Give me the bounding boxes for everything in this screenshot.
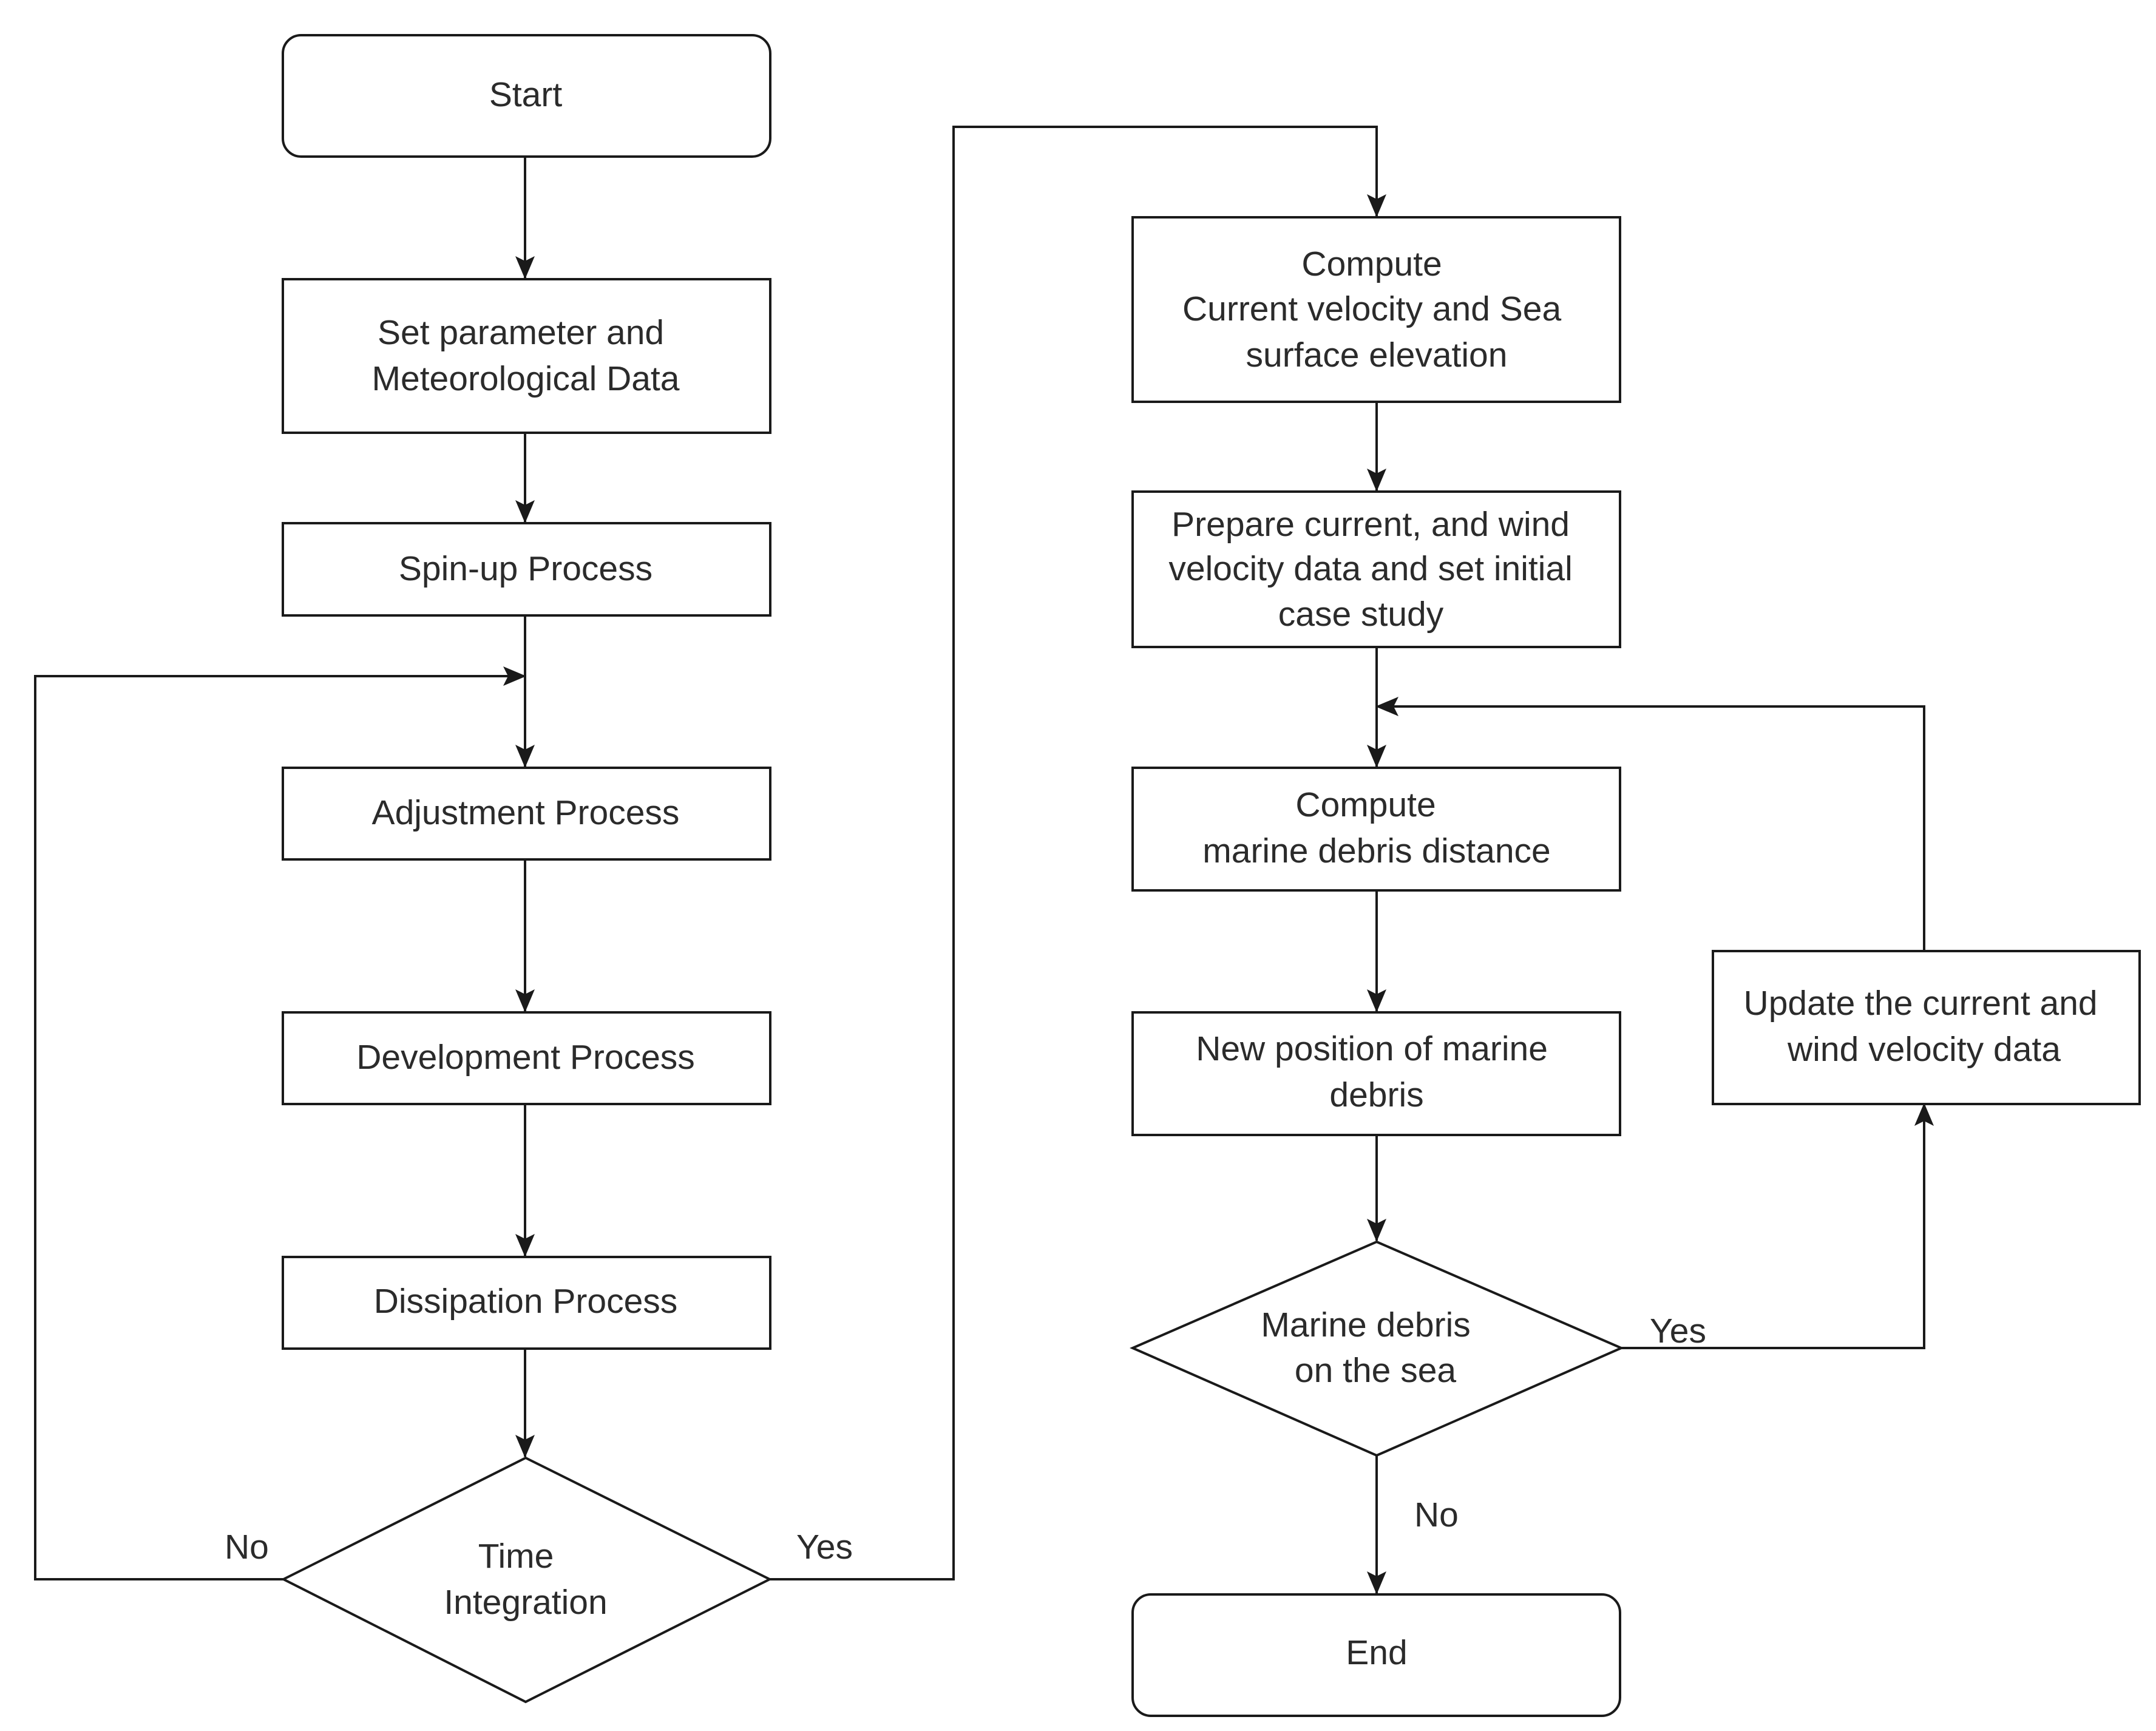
time-yes-label: Yes bbox=[796, 1528, 853, 1567]
new-position-node: New position of marine debris bbox=[1131, 1011, 1621, 1136]
compute-distance-node: Compute marine debris distance bbox=[1131, 767, 1621, 892]
development-label: Development Process bbox=[356, 1038, 695, 1077]
adjustment-node: Adjustment Process bbox=[282, 767, 771, 861]
prepare-data-node: Prepare current, and wind velocity data … bbox=[1131, 490, 1621, 648]
on-sea-yes-label: Yes bbox=[1650, 1312, 1706, 1350]
development-node: Development Process bbox=[282, 1011, 771, 1105]
time-no-label: No bbox=[225, 1528, 269, 1567]
compute-current-label: Compute Current velocity and Sea surface… bbox=[1182, 245, 1571, 374]
edges bbox=[34, 126, 1934, 1594]
on-sea-no-label: No bbox=[1414, 1496, 1459, 1534]
edge-on-sea-yes-to-update bbox=[1621, 1103, 1934, 1349]
edge-update-to-compute-distance-loop bbox=[1375, 697, 1925, 950]
compute-distance-label: Compute marine debris distance bbox=[1202, 785, 1550, 870]
prepare-data-label: Prepare current, and wind velocity data … bbox=[1168, 505, 1582, 634]
compute-current-node: Compute Current velocity and Sea surface… bbox=[1131, 216, 1621, 403]
dissipation-label: Dissipation Process bbox=[374, 1282, 678, 1321]
spin-up-label: Spin-up Process bbox=[399, 549, 653, 588]
on-sea-decision: Marine debris on the sea bbox=[1130, 1240, 1624, 1457]
dissipation-node: Dissipation Process bbox=[282, 1256, 771, 1350]
spin-up-node: Spin-up Process bbox=[282, 522, 771, 617]
end-label: End bbox=[1346, 1633, 1407, 1672]
time-integration-label: Time Integration bbox=[444, 1537, 607, 1622]
new-position-label: New position of marine debris bbox=[1196, 1029, 1558, 1114]
edge-time-no-loop bbox=[34, 666, 526, 1580]
set-parameter-node: Set parameter and Meteorological Data bbox=[282, 278, 771, 434]
end-node: End bbox=[1131, 1593, 1621, 1717]
time-integration-decision: Time Integration bbox=[280, 1456, 773, 1704]
on-sea-label: Marine debris on the sea bbox=[1261, 1306, 1480, 1390]
start-node: Start bbox=[282, 34, 771, 158]
update-data-label: Update the current and wind velocity dat… bbox=[1744, 984, 2107, 1069]
update-data-node: Update the current and wind velocity dat… bbox=[1712, 950, 2141, 1105]
start-label: Start bbox=[489, 75, 563, 114]
adjustment-label: Adjustment Process bbox=[372, 793, 680, 832]
set-parameter-label: Set parameter and Meteorological Data bbox=[372, 313, 680, 398]
edge-time-yes-to-compute-current bbox=[770, 126, 1386, 1580]
